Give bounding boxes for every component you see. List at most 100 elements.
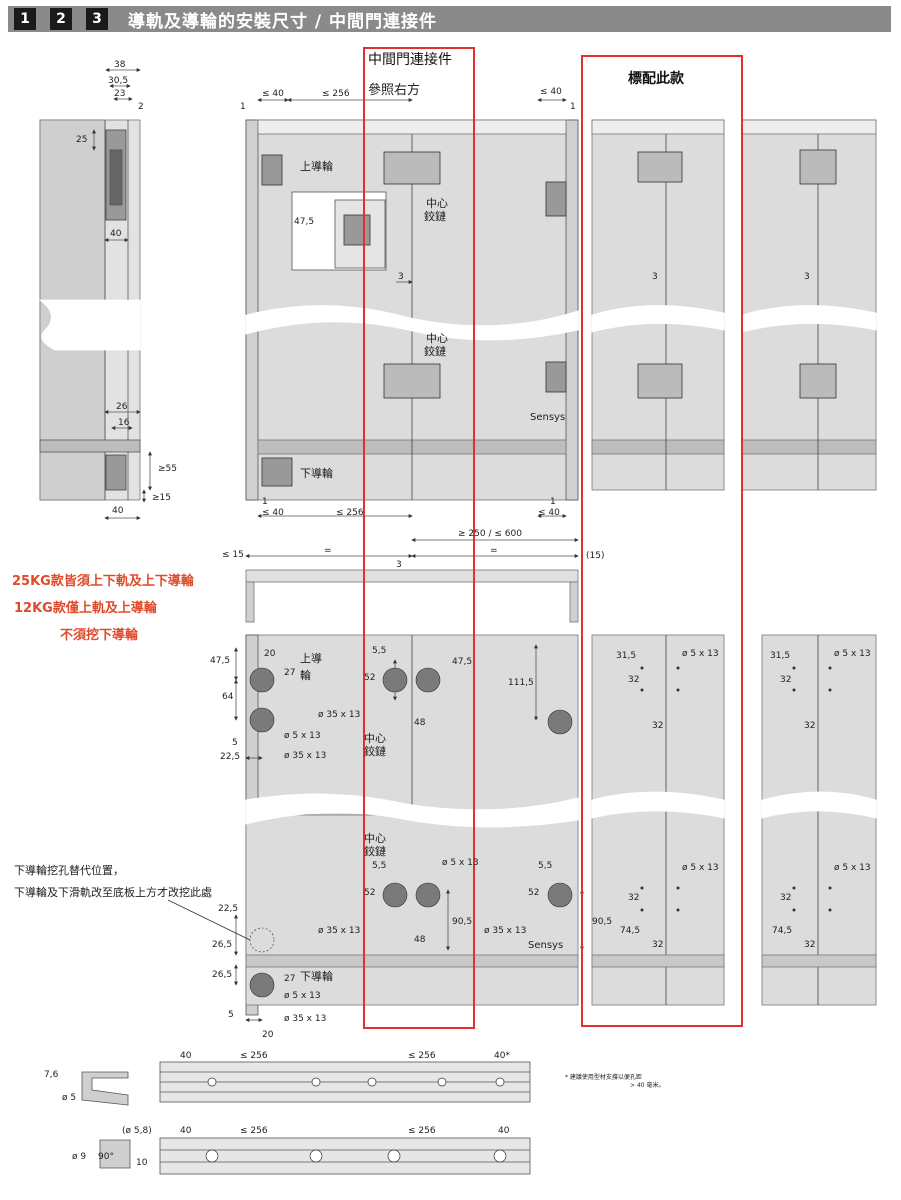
dim-label: 31,5 [616, 651, 637, 661]
dim-label: ø 5 x 13 [284, 991, 321, 1001]
rail-footnote-2: > 40 毫米。 [630, 1082, 665, 1089]
rail-profiles [81, 1061, 531, 1175]
dim-label: ø 5 x 13 [834, 863, 871, 873]
dim-label: 27 [284, 974, 296, 984]
dim-label: 90° [98, 1152, 114, 1162]
dim-label: ø 5 x 13 [834, 649, 871, 659]
dim-label: ≤ 256 [408, 1126, 436, 1136]
rail-footnote-1: * 建議使用型材支撐以便孔距 [565, 1074, 642, 1081]
upper-guide-label-a: 上導 [300, 652, 322, 665]
red-note-1: 25KG款皆須上下軌及上下導輪 [12, 574, 194, 589]
dim-label: 74,5 [772, 926, 793, 936]
lower-wheel-label: 下導輪 [300, 467, 333, 480]
dim-label: 52 [364, 888, 376, 898]
dim-label: 48 [414, 718, 426, 728]
red-note-2: 12KG款僅上軌及上導輪 [14, 601, 157, 616]
dim-label: ø 5 x 13 [682, 649, 719, 659]
dim-label: 20 [262, 1030, 274, 1040]
dim-label: ≤ 256 [240, 1126, 268, 1136]
alt-position-note-2: 下導輪及下滑軌改至底板上方才改挖此處 [14, 886, 212, 899]
center-hinge-label-1a: 中心 [426, 197, 448, 210]
dim-label: 38 [114, 60, 126, 70]
dim-label: 5,5 [538, 861, 553, 871]
header-bar: 1 2 3 導軌及導輪的安裝尺寸 / 中間門連接件 [8, 6, 891, 32]
dim-label: ≤ 256 [408, 1051, 436, 1061]
dim-label: 2 [138, 102, 144, 112]
dim-label: 90,5 [592, 917, 613, 927]
standard-config-highlight [581, 55, 743, 1027]
dim-label: 1 [262, 497, 268, 507]
dim-label: ø 5 [62, 1093, 77, 1103]
step-2-badge: 2 [50, 8, 72, 30]
dim-label: 111,5 [508, 678, 534, 688]
cabinet-front-view [245, 98, 579, 558]
dim-label: 20 [264, 649, 276, 659]
dim-label: 32 [804, 721, 816, 731]
dim-label: 32 [652, 940, 664, 950]
dim-label: 22,5 [220, 752, 241, 762]
dim-label: 40 [112, 506, 124, 516]
center-hinge-label-2b: 鉸鏈 [424, 345, 446, 358]
dim-label: ø 35 x 13 [318, 926, 361, 936]
dim-label: 47,5 [294, 217, 315, 227]
dim-label: 25 [76, 135, 88, 145]
sensys-label-1: Sensys [530, 412, 566, 423]
dim-label: 22,5 [218, 904, 239, 914]
dim-label: 7,6 [44, 1070, 59, 1080]
top-cross-section [245, 569, 579, 623]
dim-label: 26,5 [212, 970, 233, 980]
dim-label: ≤ 256 [336, 508, 364, 518]
dim-label: (ø 5,8) [122, 1126, 152, 1136]
dim-label: 40 [180, 1126, 192, 1136]
dim-label: ø 35 x 13 [284, 1014, 327, 1024]
dim-label: 1 [240, 102, 246, 112]
dim-label: ø 35 x 13 [284, 751, 327, 761]
dim-label: 32 [780, 675, 792, 685]
dim-label: ø 35 x 13 [484, 926, 527, 936]
dim-label: (15) [586, 551, 605, 561]
dim-label: 1 [550, 497, 556, 507]
side-section-view [38, 68, 152, 520]
center-hinge-label-1b: 鉸鏈 [424, 210, 446, 223]
step-3-badge: 3 [86, 8, 108, 30]
dim-label: 52 [364, 673, 376, 683]
rail-holes [205, 1077, 507, 1163]
dim-label: 47,5 [452, 657, 473, 667]
dim-label: ≥ 250 / ≤ 600 [458, 529, 522, 539]
page-title: 導軌及導輪的安裝尺寸 / 中間門連接件 [128, 12, 438, 32]
dim-label: 3 [398, 272, 404, 282]
dim-label: 1 [570, 102, 576, 112]
dim-label: 90,5 [452, 917, 473, 927]
upper-wheel-label: 上導輪 [300, 160, 333, 173]
dim-label: 32 [628, 893, 640, 903]
dim-label: ≤ 15 [222, 550, 244, 560]
lower-guide-label: 下導輪 [300, 970, 333, 983]
small-holes [640, 666, 832, 912]
center-hinge-label-3a: 中心 [364, 732, 386, 745]
drill-holes [249, 667, 573, 998]
dim-label: 32 [780, 893, 792, 903]
dim-label: 3 [652, 272, 658, 282]
dim-label: ≤ 256 [240, 1051, 268, 1061]
dim-label: ≥15 [152, 493, 171, 503]
dim-label: 5,5 [372, 861, 387, 871]
center-hinge-label-2a: 中心 [426, 332, 448, 345]
sensys-label-2: Sensys [528, 940, 564, 951]
dim-label: = [324, 546, 332, 556]
middle-box-title: 中間門連接件 [368, 52, 452, 68]
red-note-3: 不須挖下導輪 [60, 628, 139, 643]
dim-label: 40* [494, 1051, 510, 1061]
dim-label: 40 [498, 1126, 510, 1136]
dim-label: 31,5 [770, 651, 791, 661]
dim-label: 26,5 [212, 940, 233, 950]
step-1-badge: 1 [14, 8, 36, 30]
dim-label: 40 [110, 229, 122, 239]
dim-label: ø 9 [72, 1152, 87, 1162]
dim-label: ø 35 x 13 [318, 710, 361, 720]
dim-label: 40 [180, 1051, 192, 1061]
dim-label: ≤ 40 [262, 89, 284, 99]
dim-label: 64 [222, 692, 234, 702]
dim-label: ø 5 x 13 [284, 731, 321, 741]
dim-label: 5,5 [372, 646, 387, 656]
